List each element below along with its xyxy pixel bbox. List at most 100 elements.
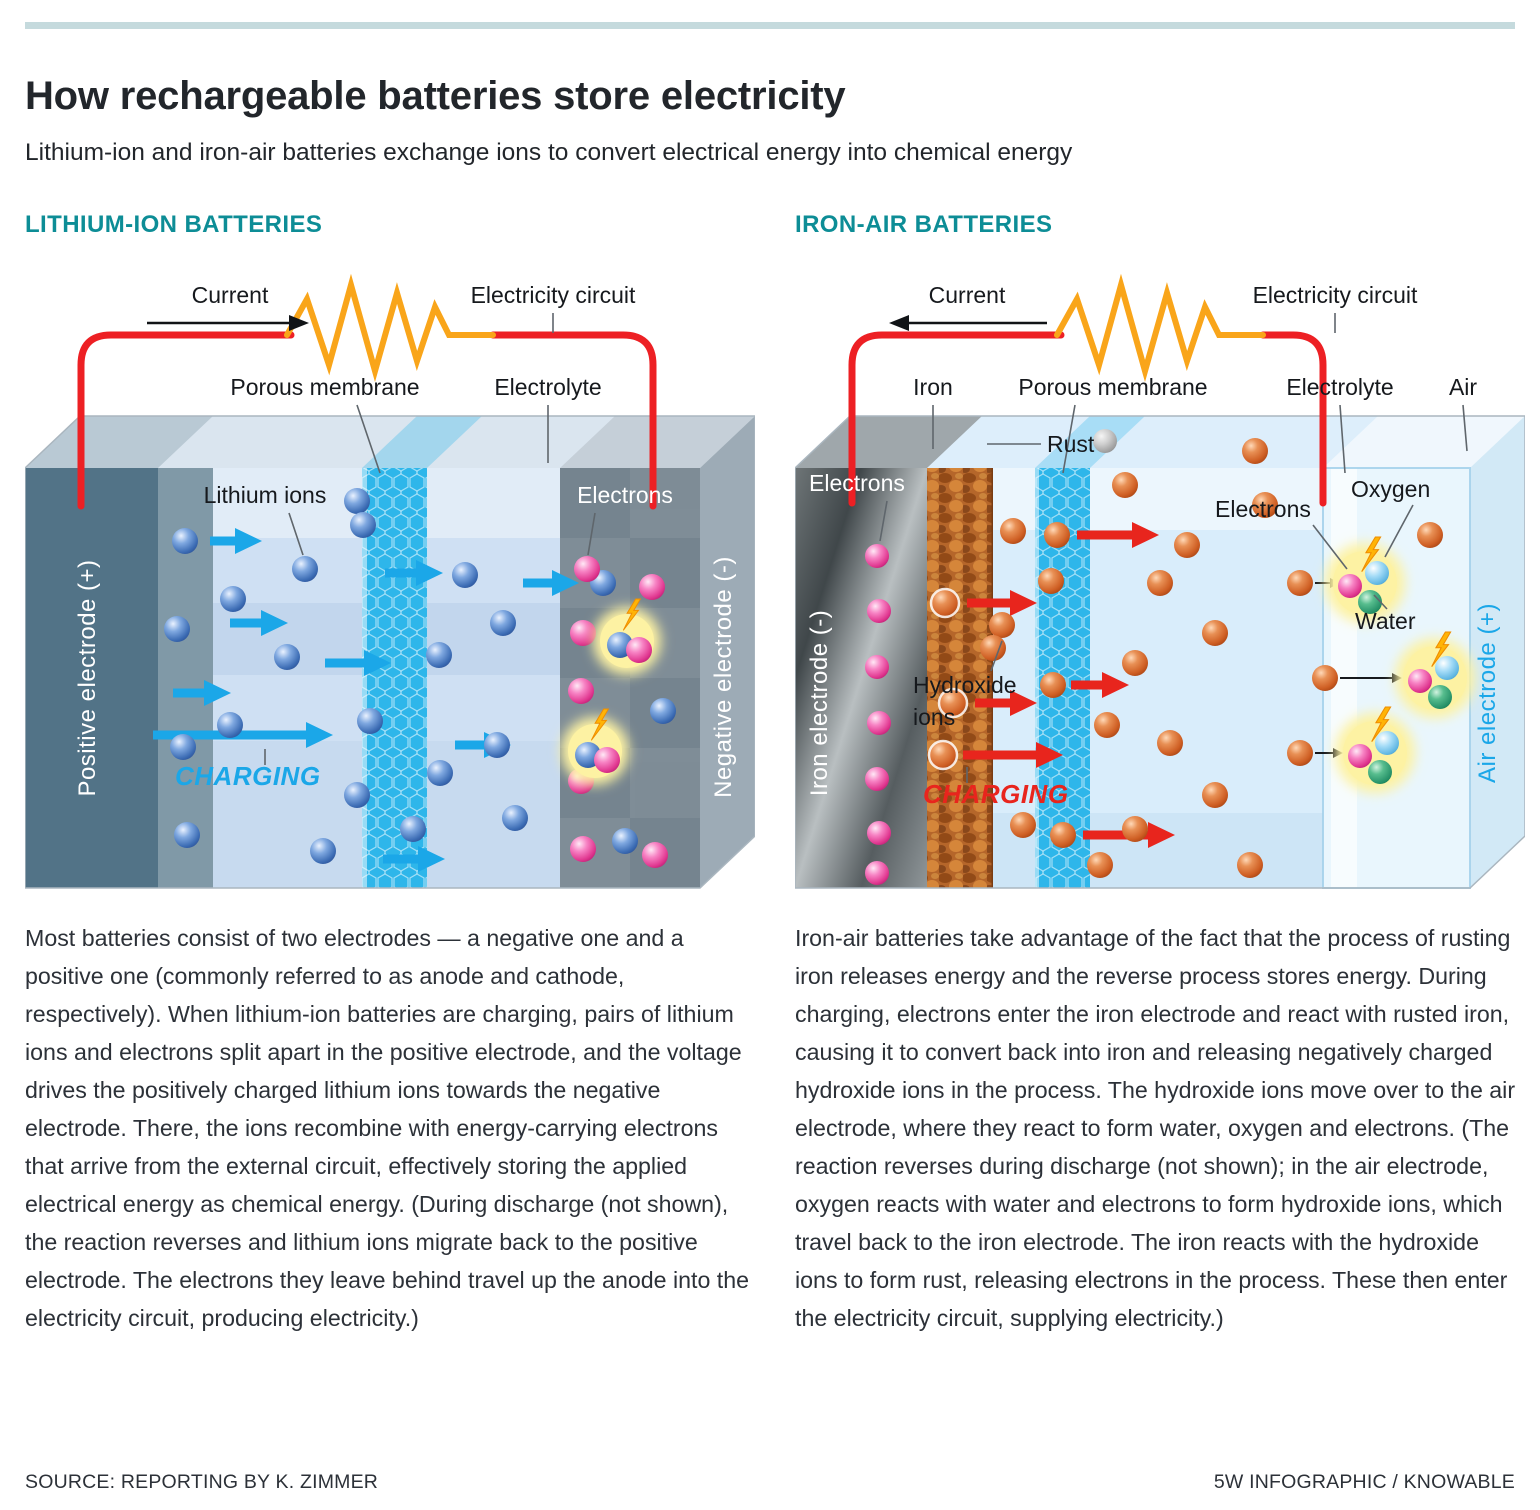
hydroxide-ion-sphere xyxy=(980,635,1006,661)
lithium-ion-sphere xyxy=(490,610,516,636)
electron-sphere xyxy=(1338,574,1362,598)
negative-electrode xyxy=(560,468,700,888)
electron-sphere xyxy=(867,821,891,845)
label-air-electrode: Air electrode (+) xyxy=(1474,603,1501,783)
box-top-face xyxy=(25,416,755,468)
resistor-icon xyxy=(1054,273,1266,383)
water-sphere xyxy=(1368,760,1392,784)
lithium-ion-sphere xyxy=(310,838,336,864)
label-electrons-reaction: Electrons xyxy=(1215,496,1311,522)
electron-sphere xyxy=(639,574,665,600)
current-direction-arrow-icon xyxy=(147,315,309,331)
hydroxide-ion-sphere xyxy=(1000,518,1026,544)
label-electrolyte: Electrolyte xyxy=(494,374,601,400)
iron-electrode xyxy=(795,468,927,888)
page-title: How rechargeable batteries store electri… xyxy=(25,74,846,118)
box-top-face-positive xyxy=(25,416,213,468)
electron-sphere xyxy=(1408,669,1432,693)
electron-sphere xyxy=(1348,744,1372,768)
box-top-face-iron xyxy=(795,416,982,468)
oxygen-sphere xyxy=(1365,561,1389,585)
lithium-ion-sphere xyxy=(357,708,383,734)
hydroxide-flow-arrow-icon xyxy=(967,589,1037,617)
hydroxide-ion-sphere xyxy=(1122,816,1148,842)
lightning-bolt-icon xyxy=(1371,706,1392,742)
label-current: Current xyxy=(192,282,269,308)
hydroxide-ion-sphere xyxy=(1122,650,1148,676)
hydroxide-ion-sphere xyxy=(1010,812,1036,838)
label-water: Water xyxy=(1355,608,1416,634)
leader-line xyxy=(1062,404,1076,474)
footer: SOURCE: REPORTING BY K. ZIMMER 5W INFOGR… xyxy=(25,1471,1515,1494)
hydroxide-ion-sphere xyxy=(1094,712,1120,738)
electron-sphere xyxy=(626,637,652,663)
oxygen-sphere xyxy=(1435,656,1459,680)
lithium-ion-sphere xyxy=(170,734,196,760)
electron-sphere xyxy=(865,655,889,679)
label-charging: CHARGING xyxy=(923,779,1069,809)
oxygen-sphere xyxy=(1375,731,1399,755)
leader-line xyxy=(288,512,304,556)
leader-line xyxy=(1462,404,1468,452)
lithium-ion-sphere xyxy=(426,642,452,668)
leader-line xyxy=(587,512,596,556)
lightning-bolt-icon xyxy=(1361,536,1382,572)
hydroxide-ion-sphere xyxy=(937,687,969,719)
ion-flow-arrow-icon xyxy=(383,845,445,873)
leader-line xyxy=(990,640,1003,672)
reaction-glow xyxy=(1325,536,1405,623)
lithium-ion-sphere xyxy=(350,512,376,538)
lithium-ion-sphere xyxy=(174,822,200,848)
recombination-glow xyxy=(593,598,661,675)
resistor-icon xyxy=(284,273,496,383)
box-top-face-negative xyxy=(560,416,755,468)
ironair-particles xyxy=(865,429,1475,885)
hydroxide-ion-sphere xyxy=(1312,665,1338,691)
lithium-particles xyxy=(153,488,676,873)
electron-sphere xyxy=(570,620,596,646)
label-air: Air xyxy=(1449,374,1477,400)
hydroxide-ion-sphere xyxy=(1112,472,1138,498)
label-electrolyte: Electrolyte xyxy=(1286,374,1393,400)
lithium-ion-sphere xyxy=(502,805,528,831)
ion-flow-arrow-icon xyxy=(385,559,443,587)
label-current: Current xyxy=(929,282,1006,308)
leader-line xyxy=(1384,504,1414,558)
reaction-glow xyxy=(1335,706,1415,793)
hydroxide-ion-sphere xyxy=(1087,852,1113,878)
hydroxide-ion-sphere xyxy=(1147,570,1173,596)
leader-line xyxy=(1373,594,1388,610)
electron-sphere xyxy=(865,861,889,885)
lightning-bolt-icon xyxy=(622,598,642,631)
lithium-paragraph: Most batteries consist of two electrodes… xyxy=(25,925,750,1331)
hydroxide-flow-arrow-icon xyxy=(975,689,1037,717)
ironair-labels: Current Electricity circuit Iron Porous … xyxy=(806,282,1501,809)
lithium-ion-sphere xyxy=(217,712,243,738)
label-electrons-iron: Electrons xyxy=(809,470,905,496)
lithium-ion-sphere xyxy=(650,698,676,724)
current-direction-arrow-icon xyxy=(889,315,1047,331)
lithium-ion-sphere xyxy=(400,816,426,842)
hydroxide-ion-sphere xyxy=(1157,730,1183,756)
lithium-ion-sphere xyxy=(612,828,638,854)
label-hydroxide-ions-line2: ions xyxy=(913,704,955,730)
box-top-face-membrane xyxy=(1035,416,1145,468)
box-top-face-air xyxy=(1323,416,1525,468)
electron-sphere xyxy=(867,599,891,623)
top-rule xyxy=(25,22,1515,29)
ion-flow-arrow-icon xyxy=(325,649,391,677)
hydroxide-ion-sphere xyxy=(1252,492,1278,518)
label-iron-electrode: Iron electrode (-) xyxy=(806,610,833,796)
lightning-bolt-icon xyxy=(1431,631,1452,667)
label-hydroxide-ions-line1: Hydroxide xyxy=(913,672,1017,698)
label-electricity-circuit: Electricity circuit xyxy=(1253,282,1418,308)
hydroxide-ion-sphere xyxy=(1038,568,1064,594)
section-heading-ironair: IRON-AIR BATTERIES xyxy=(795,211,1053,238)
leader-line xyxy=(1312,524,1348,570)
lithium-ion-sphere xyxy=(427,760,453,786)
electron-sphere xyxy=(594,747,620,773)
lithium-ion-battery-diagram: Current Electricity circuit Porous membr… xyxy=(25,273,755,889)
leader-line xyxy=(879,500,888,542)
lithium-ion-sphere xyxy=(344,782,370,808)
